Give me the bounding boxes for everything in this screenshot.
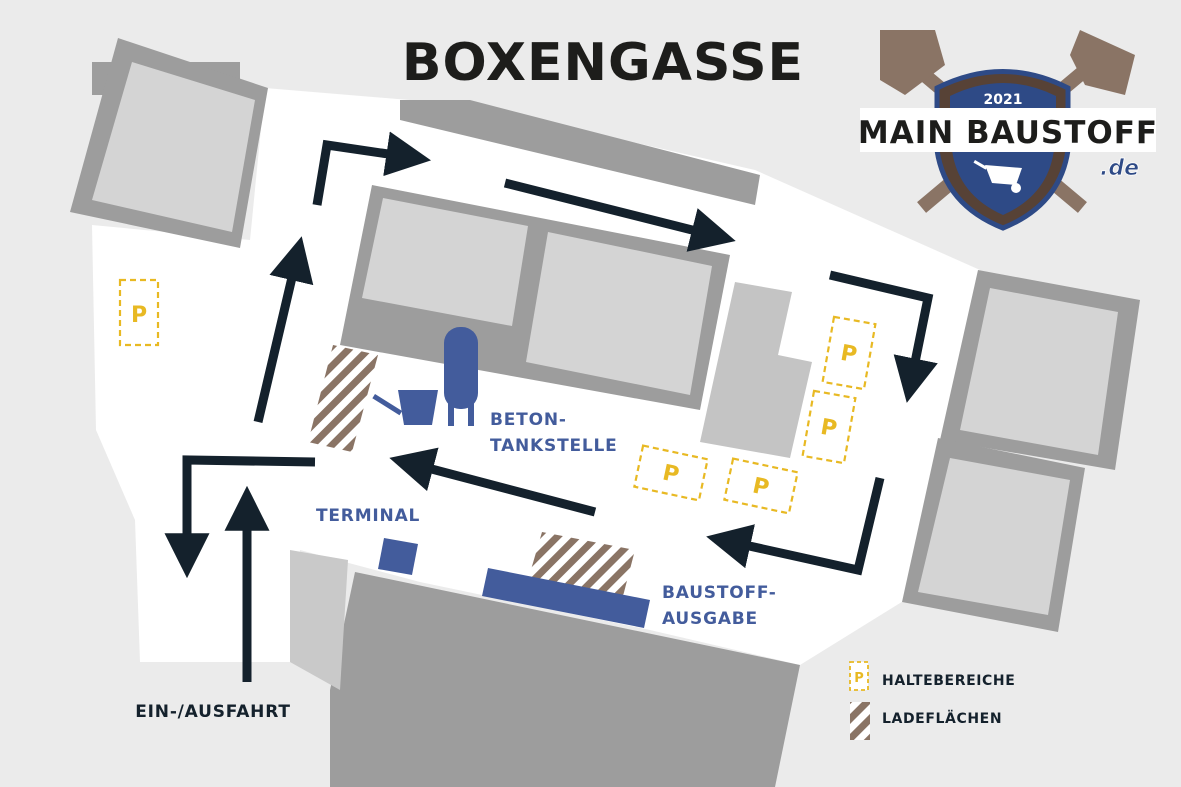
building-top-strip bbox=[400, 100, 760, 205]
parking-marker-1: P bbox=[131, 303, 147, 328]
building-bottom bbox=[330, 572, 800, 787]
arrow-top-lane bbox=[503, 178, 736, 252]
parking-icon-marker: P bbox=[854, 671, 864, 686]
parking-marker-4: P bbox=[660, 461, 681, 489]
parking-marker-2: P bbox=[839, 341, 859, 368]
map-title: BOXENGASSE bbox=[402, 33, 804, 93]
arrow-up-left-lane bbox=[253, 236, 314, 424]
legend-label-parking: HALTEBEREICHE bbox=[882, 673, 1015, 689]
wall-left-lower bbox=[290, 550, 348, 690]
hatch-icon bbox=[850, 702, 870, 740]
logo-domain: .de bbox=[1100, 156, 1139, 181]
arrow-corner-bottom-right bbox=[706, 476, 885, 576]
parking-marker-3: P bbox=[819, 415, 839, 442]
loading-area-left bbox=[308, 345, 378, 452]
parking-icon bbox=[849, 661, 869, 691]
label-entrance: EIN-/AUSFAHRT bbox=[135, 702, 290, 722]
legend: P HALTEBEREICHE LADEFLÄCHEN bbox=[849, 661, 1015, 740]
arrow-corner-left-exit bbox=[164, 455, 316, 579]
traffic-arrows bbox=[164, 131, 938, 682]
label-baustoff-line1: BAUSTOFF- bbox=[662, 583, 777, 603]
arrow-corner-top-right bbox=[828, 270, 938, 403]
label-baustoff-line2: AUSGABE bbox=[662, 609, 758, 629]
baustoff-ausgabe-counter bbox=[482, 568, 650, 628]
label-beton-line1: BETON- bbox=[490, 410, 567, 430]
legend-label-loading: LADEFLÄCHEN bbox=[882, 710, 1002, 727]
main-baustoff-logo: 2021 MAIN BAUSTOFF .de bbox=[858, 30, 1158, 231]
concrete-station-icon bbox=[372, 327, 478, 426]
arrow-middle-lane bbox=[389, 447, 597, 517]
area-labels: BETON- TANKSTELLE TERMINAL BAUSTOFF- AUS… bbox=[316, 410, 777, 629]
label-terminal: TERMINAL bbox=[316, 506, 420, 526]
label-beton-line2: TANKSTELLE bbox=[490, 436, 618, 456]
wheelbarrow-icon bbox=[973, 160, 1022, 193]
arrow-corner-top-left bbox=[312, 131, 432, 206]
parking-marker-5: P bbox=[750, 474, 771, 502]
logo-year: 2021 bbox=[984, 92, 1023, 108]
parking-markers: P P P P P bbox=[131, 303, 859, 501]
parking-spaces bbox=[118, 278, 877, 515]
logo-brand: MAIN BAUSTOFF bbox=[858, 115, 1158, 151]
building-central-annex bbox=[700, 282, 812, 458]
terminal-block bbox=[378, 538, 418, 575]
